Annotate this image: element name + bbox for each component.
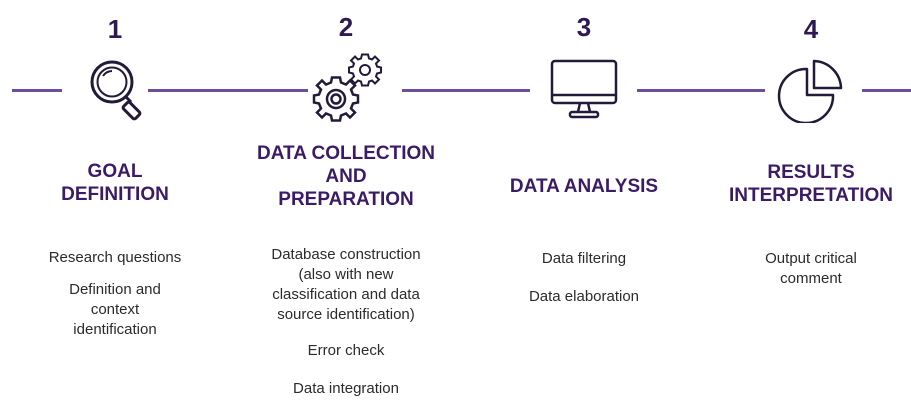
step-title: DATA COLLECTION AND PREPARATION	[256, 143, 435, 210]
step-items: Output critical comment	[696, 249, 911, 301]
step-title: GOAL DEFINITION	[61, 161, 169, 205]
pie-chart-icon	[777, 57, 845, 125]
step-items: Database construction (also with new cla…	[231, 245, 461, 411]
connector-line	[862, 89, 911, 92]
magnifier-icon	[85, 55, 147, 121]
list-item: Data filtering	[541, 250, 627, 267]
gears-icon	[310, 52, 382, 122]
step-title: DATA ANALYSIS	[509, 176, 659, 197]
list-item: Research questions	[48, 249, 182, 266]
list-item: Error check	[307, 342, 385, 359]
step-items: Data filtering Data elaboration	[469, 249, 699, 319]
connector-line	[637, 89, 765, 92]
list-item: Output critical comment	[765, 250, 857, 287]
step-number: 4	[803, 14, 819, 44]
monitor-icon	[550, 57, 618, 121]
step-number: 1	[107, 14, 123, 44]
step-number: 2	[338, 12, 354, 42]
step-title: RESULTS INTERPRETATION	[729, 162, 893, 206]
list-item: Data elaboration	[528, 288, 640, 305]
step-number: 3	[576, 12, 592, 42]
connector-line	[402, 89, 530, 92]
list-item: Data integration	[293, 380, 399, 397]
connector-line	[148, 89, 308, 92]
connector-line	[12, 89, 62, 92]
list-item: Database construction (also with new cla…	[271, 246, 421, 323]
step-items: Research questions Definition and contex…	[0, 248, 230, 352]
list-item: Definition and context identification	[69, 281, 161, 338]
